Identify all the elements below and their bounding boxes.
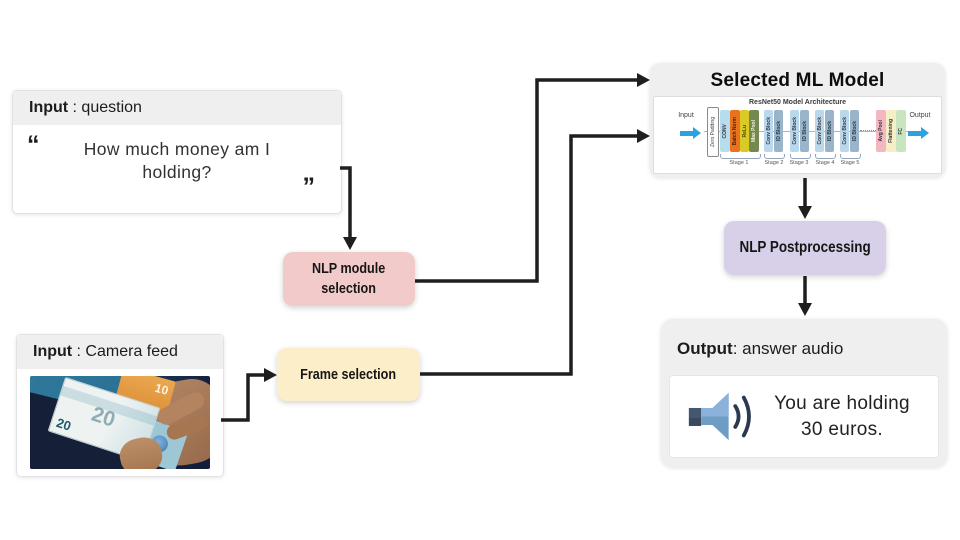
header-label-bold: Input	[33, 343, 73, 360]
resnet-block: ID Block	[774, 110, 783, 152]
camera-feed-photo: 10 20 20	[30, 376, 210, 469]
resnet-block: Flattening	[886, 110, 896, 152]
resnet-block: Conv Block	[790, 110, 799, 152]
arrow-camera-to-frame-selection	[221, 373, 264, 422]
arrowhead-down	[343, 237, 357, 250]
arrowhead-right	[637, 129, 650, 143]
answer-audio-text: You are holding 30 euros.	[774, 392, 910, 440]
selected-ml-model-card: Selected ML Model ResNet50 Model Archite…	[650, 63, 945, 177]
question-input-card: Input : question “ How much money am I h…	[12, 90, 342, 214]
stage-label: Stage 5	[840, 160, 860, 166]
resnet-block: Zero Padding	[707, 107, 719, 157]
resnet-title: ResNet50 Model Architecture	[749, 99, 846, 106]
stage-label: Stage 3	[789, 160, 809, 166]
arrow-frame-selection-to-ml-model	[420, 134, 637, 376]
nlp-module-selection-node: NLP module selection	[283, 252, 415, 306]
resnet-architecture-figure: ResNet50 Model Architecture Input Zero P…	[653, 96, 942, 174]
camera-input-card: Input : Camera feed 10 20 20	[16, 334, 224, 477]
resnet-block: Conv Block	[764, 110, 773, 152]
resnet-block: Conv Block	[815, 110, 824, 152]
resnet-block: ID Block	[850, 110, 859, 152]
question-card-header: Input : question	[13, 91, 341, 125]
output-card-body: You are holding 30 euros.	[669, 375, 939, 458]
question-card-body: “ How much money am I holding? ”	[13, 125, 341, 210]
resnet-output-label: Output	[909, 112, 931, 119]
stage-brace	[790, 154, 811, 159]
header-label-rest: : Camera feed	[72, 343, 178, 360]
stage-label: Stage 2	[764, 160, 784, 166]
output-card: Output: answer audio You are holding 30 …	[661, 319, 947, 467]
header-label-rest: : question	[68, 99, 142, 116]
arrowhead-right	[264, 368, 277, 382]
question-text: How much money am I holding?	[83, 139, 271, 182]
header-label-bold: Input	[29, 99, 69, 116]
open-quote-mark: “	[27, 131, 40, 159]
resnet-input-arrow-icon	[680, 127, 701, 139]
arrowhead-down	[798, 303, 812, 316]
nlp-postprocessing-node: NLP Postprocessing	[724, 221, 886, 275]
arrowhead-down	[798, 206, 812, 219]
arrowhead-right	[637, 73, 650, 87]
resnet-block: Conv Block	[840, 110, 849, 152]
resnet-block: Max Pool	[749, 110, 759, 152]
stage-brace	[764, 154, 785, 159]
stage-brace	[840, 154, 861, 159]
header-label-rest: : answer audio	[732, 339, 844, 358]
resnet-block: ID Block	[800, 110, 809, 152]
close-quote-mark: ”	[302, 173, 316, 201]
speaker-icon	[688, 392, 751, 441]
resnet-output-arrow-icon	[908, 127, 929, 139]
resnet-block: ID Block	[825, 110, 834, 152]
resnet-block: Batch Norm	[730, 110, 740, 152]
resnet-block: FC	[896, 110, 906, 152]
stage-label: Stage 1	[729, 160, 749, 166]
frame-selection-node: Frame selection	[277, 348, 420, 401]
resnet-dotted-line	[860, 130, 876, 131]
output-card-header: Output: answer audio	[677, 339, 843, 359]
stage-brace	[720, 154, 761, 159]
camera-card-header: Input : Camera feed	[17, 335, 223, 369]
stage-label: Stage 4	[815, 160, 835, 166]
header-label-bold: Output	[677, 339, 733, 358]
ml-model-title: Selected ML Model	[710, 70, 885, 91]
resnet-input-label: Input	[678, 112, 694, 119]
arrow-nlp-module-to-ml-model	[415, 78, 637, 283]
resnet-block: CONV	[720, 110, 730, 152]
resnet-block: ReLu	[740, 110, 749, 152]
resnet-block: Avg Pool	[876, 110, 886, 152]
stage-brace	[815, 154, 836, 159]
